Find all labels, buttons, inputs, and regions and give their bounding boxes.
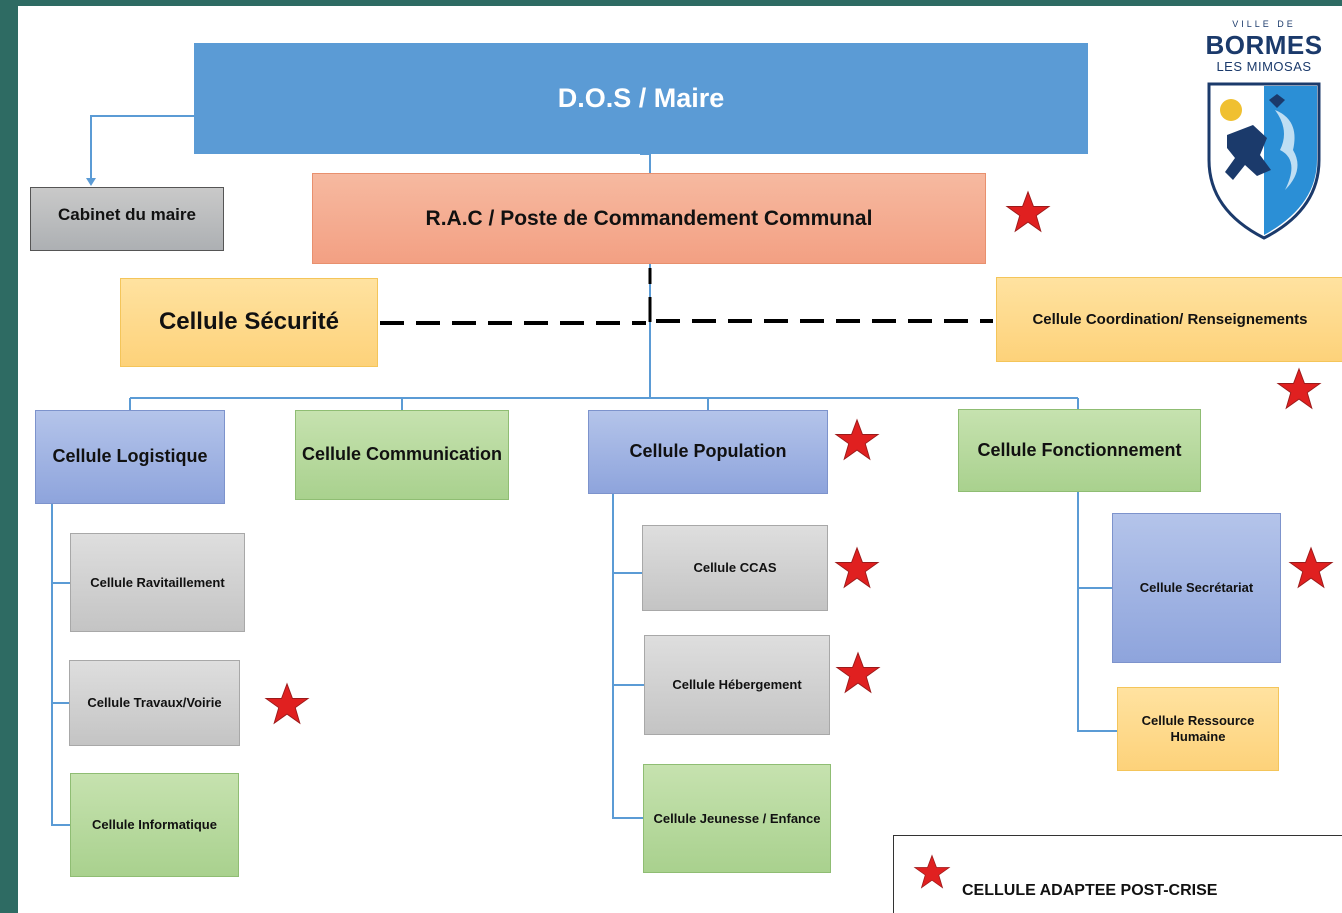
connector-dos-rac: [640, 153, 651, 174]
node-cabinet: Cabinet du maire: [30, 187, 224, 251]
node-jeunesse: Cellule Jeunesse / Enfance: [643, 764, 831, 873]
legend-label: CELLULE ADAPTEE POST-CRISE: [962, 882, 1218, 899]
bormes-logo: VILLE DE BORMES LES MIMOSAS: [1193, 16, 1335, 246]
node-ccas: Cellule CCAS: [642, 525, 828, 611]
node-secretariat: Cellule Secrétariat: [1112, 513, 1281, 663]
node-informatique: Cellule Informatique: [70, 773, 239, 877]
org-chart-canvas: D.O.S / Maire Cabinet du maire R.A.C / P…: [18, 6, 1342, 913]
logo-bormes: BORMES: [1205, 30, 1323, 60]
node-communication: Cellule Communication: [295, 410, 509, 500]
red-star-icon: [913, 854, 951, 889]
connector-fonctionnement: [1077, 492, 1117, 732]
shield-emblem-icon: [1207, 82, 1321, 240]
connector-population: [612, 494, 643, 819]
connector-logistique: [51, 504, 70, 826]
logo-mimosas: LES MIMOSAS: [1216, 59, 1312, 74]
star-icon-coordination: [1276, 367, 1322, 410]
node-dos: D.O.S / Maire: [194, 43, 1088, 154]
node-securite: Cellule Sécurité: [120, 278, 378, 367]
node-rac: R.A.C / Poste de Commandement Communal: [312, 173, 986, 264]
node-logistique: Cellule Logistique: [35, 410, 225, 504]
legend-box: CELLULE ADAPTEE POST-CRISE: [893, 835, 1342, 913]
connector-lines: [51, 115, 1117, 826]
node-ravitaillement: Cellule Ravitaillement: [70, 533, 245, 632]
star-icon-hebergement: [835, 651, 881, 694]
star-icon-secretariat: [1288, 546, 1334, 589]
star-icon-rac: [1005, 190, 1051, 233]
logo-ville: VILLE DE: [1232, 19, 1296, 29]
node-population: Cellule Population: [588, 410, 828, 494]
node-travaux: Cellule Travaux/Voirie: [69, 660, 240, 746]
node-hebergement: Cellule Hébergement: [644, 635, 830, 735]
star-icon-travaux: [264, 682, 310, 725]
connector-dos-cabinet: [90, 115, 194, 180]
node-coordination: Cellule Coordination/ Renseignements: [996, 277, 1342, 362]
node-fonctionnement: Cellule Fonctionnement: [958, 409, 1201, 492]
star-icon-ccas: [834, 546, 880, 589]
node-ressource: Cellule Ressource Humaine: [1117, 687, 1279, 771]
star-icon-population: [834, 418, 880, 461]
